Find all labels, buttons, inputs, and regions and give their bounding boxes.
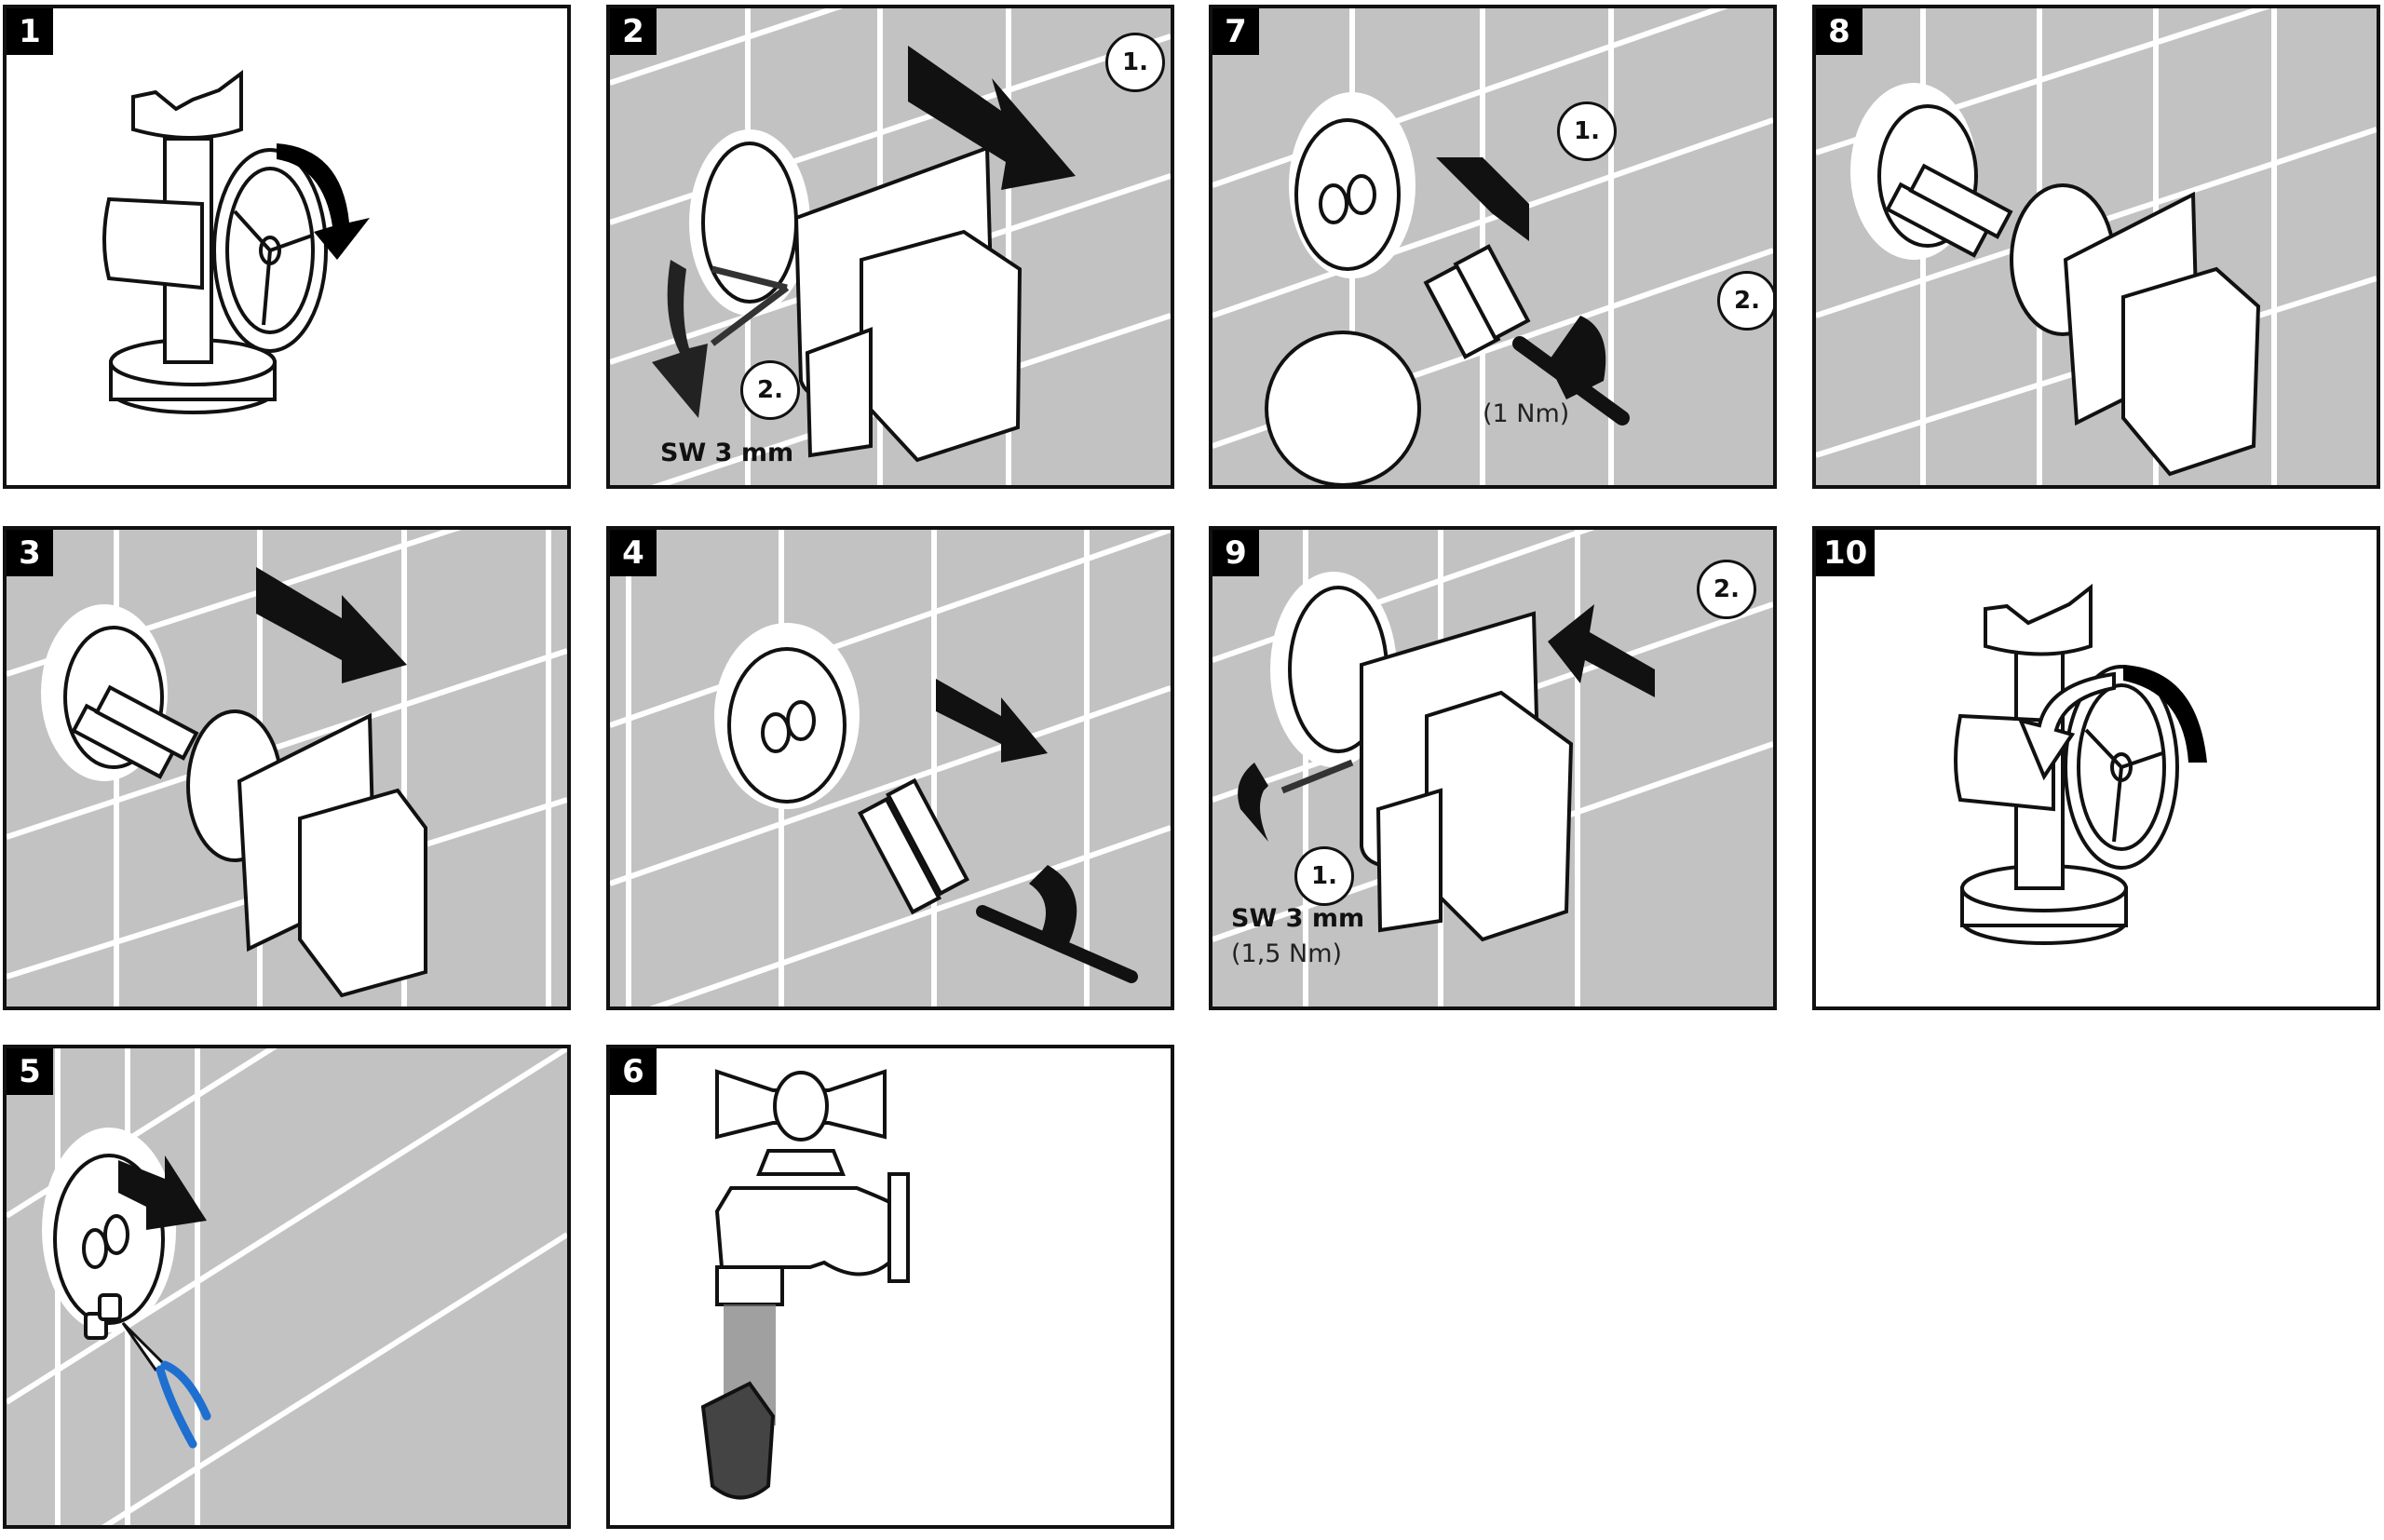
unscrew-extensions-illustration xyxy=(610,530,1171,1006)
step-number: 6 xyxy=(610,1048,657,1095)
panel-step-2: 2 1. 2. SW 3 mm xyxy=(606,5,1174,489)
open-valve-illustration xyxy=(1954,583,2207,945)
insert-check-valves-illustration xyxy=(1212,8,1773,485)
wrench-size-label: SW 3 mm xyxy=(660,439,794,467)
panel-step-1: 1 xyxy=(3,5,571,489)
rinse-check-valve-illustration xyxy=(700,1069,910,1500)
panel-step-10: 10 xyxy=(1812,526,2380,1010)
panel-step-5: 5 xyxy=(3,1045,571,1529)
callout-step-1: 1. xyxy=(1105,33,1165,92)
panel-step-9: 9 2. 1. SW 3 mm (1,5 Nm) xyxy=(1209,526,1777,1010)
torque-label: (1,5 Nm) xyxy=(1231,939,1343,968)
panel-step-4: 4 xyxy=(606,526,1174,1010)
step-number: 2 xyxy=(610,8,657,55)
step-number: 9 xyxy=(1212,530,1259,576)
step-number: 3 xyxy=(7,530,53,576)
step-number: 4 xyxy=(610,530,657,576)
pull-holder-off-illustration xyxy=(7,530,567,1006)
panel-step-3: 3 xyxy=(3,526,571,1010)
torque-label: (1 Nm) xyxy=(1483,399,1570,428)
tighten-holder-illustration xyxy=(1212,530,1773,1006)
callout-step-2: 2. xyxy=(1717,271,1773,331)
step-number: 7 xyxy=(1212,8,1259,55)
callout-step-2: 2. xyxy=(740,360,800,420)
callout-step-1: 1. xyxy=(1294,846,1354,906)
callout-step-2: 2. xyxy=(1697,560,1756,619)
remove-holder-illustration xyxy=(610,8,1171,485)
step-number: 5 xyxy=(7,1048,53,1095)
step-number: 8 xyxy=(1816,8,1862,55)
panel-step-6: 6 xyxy=(606,1045,1174,1529)
panel-step-7: 7 1. 2. (1 Nm) xyxy=(1209,5,1777,489)
remove-check-valves-illustration xyxy=(7,1048,567,1525)
step-number: 10 xyxy=(1816,530,1876,576)
step-number: 1 xyxy=(7,8,53,55)
panel-step-8: 8 xyxy=(1812,5,2380,489)
callout-step-1: 1. xyxy=(1557,101,1617,161)
slide-holder-on-illustration xyxy=(1816,8,2377,485)
wrench-size-label: SW 3 mm xyxy=(1231,904,1365,933)
shutoff-valve-illustration xyxy=(102,70,370,414)
